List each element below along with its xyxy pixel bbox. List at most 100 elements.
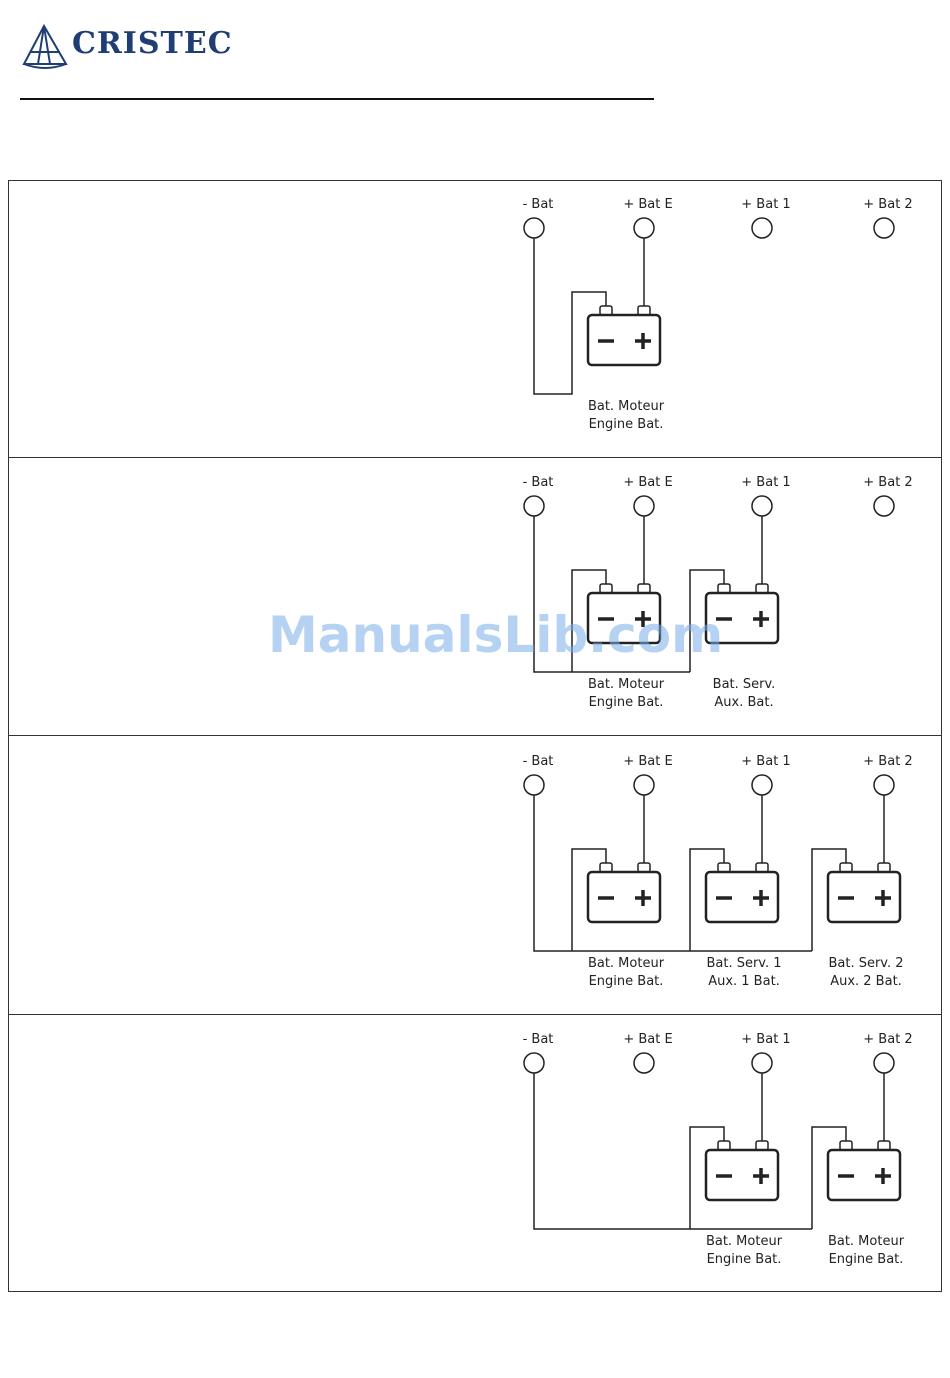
battery-post-positive xyxy=(755,1140,769,1151)
ground-bus xyxy=(533,795,812,952)
panel-divider xyxy=(8,1014,942,1015)
battery-post-negative xyxy=(839,862,853,873)
battery-post-negative xyxy=(599,305,613,316)
negative-wire xyxy=(811,1126,847,1229)
terminal-label: + Bat 1 xyxy=(741,475,790,490)
battery-post-negative xyxy=(839,1140,853,1151)
terminal-label: + Bat 1 xyxy=(741,197,790,212)
battery-post-negative xyxy=(717,583,731,594)
battery-icon xyxy=(586,591,662,645)
battery-label-en: Engine Bat. xyxy=(589,974,664,989)
battery-icon xyxy=(704,591,780,645)
terminal-3-icon xyxy=(873,1052,895,1074)
battery-icon xyxy=(826,1148,902,1202)
negative-wire xyxy=(689,569,725,672)
plus-sign-icon xyxy=(635,611,651,627)
plus-sign-icon xyxy=(753,1168,769,1184)
battery-label-fr: Bat. Serv. 2 xyxy=(828,956,903,971)
battery-post-negative xyxy=(717,862,731,873)
battery-label-fr: Bat. Moteur xyxy=(588,399,665,414)
negative-wire xyxy=(689,848,725,951)
watermark: ManualsLib.com xyxy=(268,606,724,664)
battery-post-positive xyxy=(637,862,651,873)
battery-label-en: Aux. 2 Bat. xyxy=(830,974,902,989)
terminal-label: - Bat xyxy=(523,1032,554,1047)
battery-label-fr: Bat. Moteur xyxy=(588,956,665,971)
battery-label-fr: Bat. Serv. xyxy=(713,677,776,692)
negative-wire xyxy=(689,1126,725,1229)
terminal-label: + Bat E xyxy=(623,754,672,769)
terminal-0-icon xyxy=(523,774,545,796)
battery-post-negative xyxy=(717,1140,731,1151)
panel-divider xyxy=(8,735,942,736)
wiring-diagram-3: - Bat + Bat E + Bat 1 + Bat 2 Bat. MoteurEng… xyxy=(523,754,913,989)
negative-wire xyxy=(811,848,847,951)
battery-label-en: Engine Bat. xyxy=(589,417,664,432)
negative-wire xyxy=(571,569,607,672)
plus-sign-icon xyxy=(753,890,769,906)
terminal-0-icon xyxy=(523,1052,545,1074)
wiring-table xyxy=(8,180,942,1292)
terminal-1-icon xyxy=(633,774,655,796)
battery-post-negative xyxy=(599,583,613,594)
battery-post-positive xyxy=(877,862,891,873)
ground-wire xyxy=(533,238,607,395)
terminal-label: + Bat 1 xyxy=(741,754,790,769)
terminal-label: - Bat xyxy=(523,475,554,490)
battery-post-positive xyxy=(637,583,651,594)
brand-name: CRISTEC xyxy=(72,26,233,61)
terminal-2-icon xyxy=(751,774,773,796)
terminal-3-icon xyxy=(873,774,895,796)
terminal-label: + Bat E xyxy=(623,197,672,212)
battery-label-en: Engine Bat. xyxy=(589,695,664,710)
battery-label-en: Aux. 1 Bat. xyxy=(708,974,780,989)
terminal-label: + Bat E xyxy=(623,475,672,490)
plus-sign-icon xyxy=(635,890,651,906)
battery-icon xyxy=(704,1148,780,1202)
ground-bus xyxy=(533,516,690,673)
terminal-3-icon xyxy=(873,495,895,517)
battery-post-positive xyxy=(877,1140,891,1151)
terminal-0-icon xyxy=(523,217,545,239)
battery-label-en: Engine Bat. xyxy=(707,1252,782,1267)
terminal-label: + Bat E xyxy=(623,1032,672,1047)
terminal-label: - Bat xyxy=(523,197,554,212)
plus-sign-icon xyxy=(875,890,891,906)
panel-divider xyxy=(8,457,942,458)
terminal-2-icon xyxy=(751,495,773,517)
terminal-3-icon xyxy=(873,217,895,239)
terminal-label: + Bat 2 xyxy=(863,197,912,212)
plus-sign-icon xyxy=(753,611,769,627)
terminal-label: - Bat xyxy=(523,754,554,769)
terminal-0-icon xyxy=(523,495,545,517)
battery-label-en: Aux. Bat. xyxy=(714,695,773,710)
battery-label-fr: Bat. Moteur xyxy=(828,1234,905,1249)
wiring-diagram-1: - Bat + Bat E + Bat 1 + Bat 2 Bat. MoteurEng… xyxy=(523,197,913,432)
battery-label-fr: Bat. Serv. 1 xyxy=(706,956,781,971)
ground-bus xyxy=(533,1073,812,1230)
battery-icon xyxy=(704,870,780,924)
battery-label-en: Engine Bat. xyxy=(829,1252,904,1267)
terminal-1-icon xyxy=(633,495,655,517)
sail-triangle-icon xyxy=(22,23,68,69)
header-rule xyxy=(20,98,654,100)
battery-post-positive xyxy=(637,305,651,316)
plus-sign-icon xyxy=(635,333,651,349)
battery-icon xyxy=(586,313,662,367)
battery-label-fr: Bat. Moteur xyxy=(706,1234,783,1249)
terminal-label: + Bat 2 xyxy=(863,475,912,490)
terminal-1-icon xyxy=(633,217,655,239)
terminal-label: + Bat 1 xyxy=(741,1032,790,1047)
battery-icon xyxy=(586,870,662,924)
battery-post-positive xyxy=(755,583,769,594)
negative-wire xyxy=(571,848,607,951)
terminal-1-icon xyxy=(633,1052,655,1074)
terminal-2-icon xyxy=(751,217,773,239)
wiring-diagram-2: - Bat + Bat E + Bat 1 + Bat 2 Bat. MoteurEng… xyxy=(523,475,913,710)
battery-label-fr: Bat. Moteur xyxy=(588,677,665,692)
battery-post-positive xyxy=(755,862,769,873)
wiring-diagram-4: - Bat + Bat E + Bat 1 + Bat 2 Bat. MoteurEng… xyxy=(523,1032,913,1267)
cristec-logo xyxy=(22,23,68,69)
terminal-label: + Bat 2 xyxy=(863,1032,912,1047)
terminal-label: + Bat 2 xyxy=(863,754,912,769)
